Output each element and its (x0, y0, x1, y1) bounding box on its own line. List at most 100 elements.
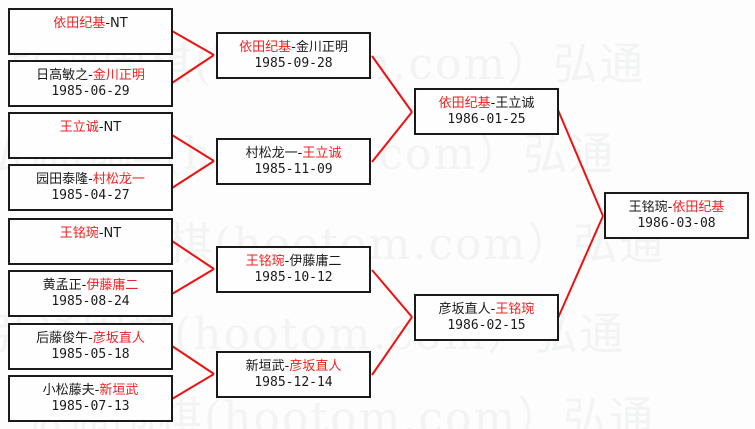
player-separator: - (490, 302, 496, 317)
match-players: 新垣武-彦坂直人 (246, 359, 342, 374)
player-left: 王铭琬 (245, 254, 285, 269)
match-players: 彦坂直人-王铭琬 (439, 302, 535, 317)
match-players: 依田纪基-金川正明 (239, 40, 348, 55)
player-left: 依田纪基 (53, 16, 106, 31)
match-players: 王铭琬-依田纪基 (629, 200, 725, 215)
match-box-r2m2[interactable]: 村松龙一-王立诚 1985-11-09 (216, 138, 371, 185)
player-separator: - (88, 331, 93, 346)
player-separator: - (98, 226, 104, 241)
match-players: 小松藤夫-新垣武 (43, 383, 139, 398)
connector-line (371, 269, 413, 318)
player-right: 新垣武 (99, 383, 139, 398)
match-players: 王铭琬-伊藤庸二 (246, 254, 342, 269)
match-box-r2m4[interactable]: 新垣武-彦坂直人 1985-12-14 (216, 351, 371, 398)
player-separator: - (490, 96, 496, 111)
connector-line (371, 111, 413, 163)
match-box-r2m3[interactable]: 王铭琬-伊藤庸二 1985-10-12 (216, 246, 371, 293)
connector-line (171, 54, 215, 84)
match-date: 1985-12-14 (254, 375, 333, 390)
match-box-r1m6[interactable]: 黄孟正-伊藤庸二 1985-08-24 (8, 270, 173, 317)
player-separator: - (291, 40, 296, 55)
player-separator: - (98, 120, 104, 135)
connector-line (171, 160, 215, 189)
match-box-r1m7[interactable]: 后藤俊午-彦坂直人 1985-05-18 (8, 323, 173, 370)
player-separator: - (88, 68, 93, 83)
player-separator: - (284, 254, 290, 269)
connector-line (171, 268, 215, 295)
match-box-r1m8[interactable]: 小松藤夫-新垣武 1985-07-13 (8, 375, 173, 422)
connector-line (171, 134, 215, 162)
match-players: 后藤俊午-彦坂直人 (36, 331, 145, 346)
player-right: NT (103, 120, 122, 135)
match-box-r3m1[interactable]: 依田纪基-王立诚 1986-01-25 (414, 88, 559, 135)
connector-line (171, 240, 215, 270)
match-date: 1985-05-18 (51, 347, 130, 362)
match-players: 园田泰隆-村松龙一 (36, 172, 145, 187)
player-right: 村松龙一 (92, 172, 145, 187)
player-separator: - (297, 146, 303, 161)
player-right: NT (110, 16, 128, 31)
match-date: 1985-08-24 (51, 294, 130, 309)
match-box-r3m2[interactable]: 彦坂直人-王铭琬 1986-02-15 (414, 294, 559, 341)
player-right: 依田纪基 (672, 200, 725, 215)
player-left: 村松龙一 (245, 146, 298, 161)
player-right: NT (103, 226, 122, 241)
match-box-r1m3[interactable]: 王立诚-NT (8, 112, 173, 159)
player-right: 王立诚 (302, 146, 342, 161)
player-separator: - (105, 16, 111, 31)
player-right: 伊藤庸二 (289, 254, 342, 269)
match-box-r1m5[interactable]: 王铭琬-NT (8, 218, 173, 265)
player-right: 彦坂直人 (92, 331, 145, 346)
player-left: 小松藤夫 (42, 383, 95, 398)
connector-line (557, 215, 604, 319)
match-players: 黄孟正-伊藤庸二 (43, 278, 139, 293)
player-left: 王铭琬 (59, 226, 99, 241)
player-right: 伊藤庸二 (86, 278, 139, 293)
connector-line (557, 109, 604, 217)
player-separator: - (667, 200, 673, 215)
connector-line (171, 30, 215, 56)
match-date: 1985-06-29 (51, 84, 130, 99)
match-date: 1986-02-15 (447, 318, 526, 333)
match-date: 1985-07-13 (51, 399, 130, 414)
player-separator: - (94, 383, 100, 398)
player-right: 王立诚 (495, 96, 535, 111)
match-date: 1985-04-27 (51, 188, 130, 203)
player-left: 后藤俊午 (36, 331, 89, 346)
player-right: 王铭琬 (495, 302, 535, 317)
match-players: 依田纪基-NT (53, 16, 127, 31)
player-separator: - (88, 172, 93, 187)
player-left: 王立诚 (59, 120, 99, 135)
player-left: 王铭琬 (628, 200, 668, 215)
match-players: 村松龙一-王立诚 (246, 146, 342, 161)
match-players: 王铭琬-NT (60, 226, 121, 241)
player-left: 黄孟正 (42, 278, 82, 293)
player-right: 彦坂直人 (289, 359, 342, 374)
match-players: 王立诚-NT (60, 120, 121, 135)
connector-line (171, 373, 215, 400)
connector-line (371, 55, 413, 113)
player-left: 依田纪基 (438, 96, 491, 111)
player-right: 金川正明 (92, 68, 145, 83)
player-right: 金川正明 (295, 40, 348, 55)
player-separator: - (81, 278, 87, 293)
match-date: 1986-01-25 (447, 112, 526, 127)
match-date: 1985-10-12 (254, 270, 333, 285)
player-left: 日高敏之 (36, 68, 89, 83)
match-players: 日高敏之-金川正明 (36, 68, 145, 83)
match-players: 依田纪基-王立诚 (439, 96, 535, 111)
match-date: 1985-11-09 (254, 162, 333, 177)
player-left: 彦坂直人 (438, 302, 491, 317)
match-box-r1m4[interactable]: 园田泰隆-村松龙一 1985-04-27 (8, 164, 173, 211)
match-box-r2m1[interactable]: 依田纪基-金川正明 1985-09-28 (216, 32, 371, 79)
player-left: 园田泰隆 (36, 172, 89, 187)
match-box-final[interactable]: 王铭琬-依田纪基 1986-03-08 (604, 192, 749, 239)
match-box-r1m1[interactable]: 依田纪基-NT (8, 8, 173, 55)
player-separator: - (284, 359, 290, 374)
match-box-r1m2[interactable]: 日高敏之-金川正明 1985-06-29 (8, 60, 173, 107)
match-date: 1986-03-08 (637, 216, 716, 231)
player-left: 依田纪基 (239, 40, 292, 55)
connector-line (171, 345, 215, 375)
player-left: 新垣武 (245, 359, 285, 374)
